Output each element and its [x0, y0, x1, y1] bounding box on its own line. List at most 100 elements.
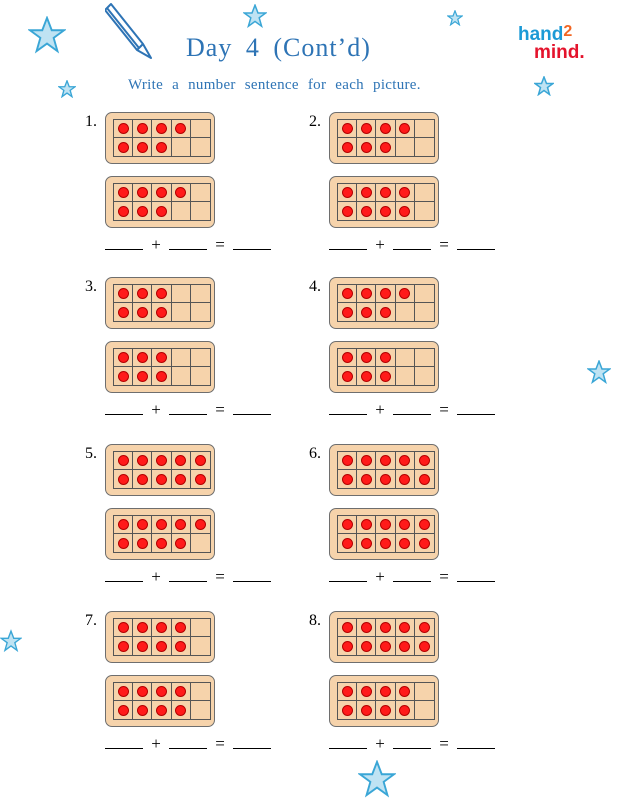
counter-dot: [136, 288, 148, 299]
counter-dot: [379, 370, 391, 382]
counter-dot: [399, 288, 411, 299]
ten-frame-cell: [395, 619, 415, 637]
ten-frame-cell: [172, 138, 191, 156]
counter-dot: [117, 141, 129, 153]
counter-dot: [399, 187, 411, 198]
counter-dot: [341, 288, 353, 299]
ten-frame-cell: [357, 619, 377, 637]
ten-frame-bottom: [105, 675, 215, 727]
answer-blank-sum[interactable]: [457, 734, 495, 749]
answer-blank-sum[interactable]: [233, 567, 271, 582]
ten-frame-grid: [337, 451, 435, 489]
ten-frame-cell: [171, 285, 191, 303]
ten-frame-cell: [338, 138, 358, 156]
ten-frame-cell: [376, 202, 396, 220]
counter-dot: [399, 640, 411, 652]
counter-dot: [136, 123, 148, 134]
counter-dot: [379, 704, 391, 716]
star-icon: [28, 16, 66, 54]
ten-frame-top: [329, 112, 439, 164]
ten-frame-cell: [376, 184, 396, 202]
answer-blank-addend-1[interactable]: [105, 235, 143, 250]
counter-dot: [155, 123, 167, 134]
answer-blank-sum[interactable]: [457, 567, 495, 582]
ten-frame-cell: [338, 470, 358, 488]
ten-frame-bottom: [105, 508, 215, 560]
ten-frame-cell: [133, 202, 153, 220]
ten-frame-cell: [357, 516, 377, 534]
ten-frame-cell: [396, 138, 415, 156]
ten-frame-cell: [152, 349, 172, 367]
star-icon: [447, 10, 463, 26]
counter-dot: [360, 352, 372, 363]
ten-frame-cell: [172, 701, 191, 719]
answer-blank-addend-1[interactable]: [105, 567, 143, 582]
ten-frame-cell: [190, 619, 210, 637]
answer-blank-addend-1[interactable]: [105, 400, 143, 415]
pencil-icon: [105, 3, 152, 59]
counter-dot: [136, 519, 148, 530]
ten-frame-cell: [357, 452, 377, 470]
ten-frame-cell: [152, 303, 172, 321]
ten-frame-cell: [357, 285, 377, 303]
number-sentence: +=: [329, 567, 495, 587]
ten-frame-cell: [414, 120, 434, 138]
ten-frame-cell: [133, 452, 153, 470]
answer-blank-sum[interactable]: [457, 235, 495, 250]
ten-frame-cell: [133, 701, 153, 719]
ten-frame-cell: [338, 516, 358, 534]
answer-blank-addend-2[interactable]: [393, 567, 431, 582]
counter-dot: [341, 640, 353, 652]
ten-frame-cell: [152, 120, 172, 138]
ten-frame-grid: [337, 348, 435, 386]
answer-blank-sum[interactable]: [233, 235, 271, 250]
counter-dot: [341, 123, 353, 134]
ten-frame-cell: [172, 367, 191, 385]
star-icon: [58, 80, 76, 98]
answer-blank-addend-2[interactable]: [169, 734, 207, 749]
counter-dot: [155, 288, 167, 299]
ten-frame-grid: [337, 618, 435, 656]
answer-blank-addend-2[interactable]: [393, 400, 431, 415]
answer-blank-sum[interactable]: [233, 734, 271, 749]
counter-dot: [175, 123, 187, 134]
ten-frame-bottom: [329, 176, 439, 228]
ten-frame-cell: [191, 637, 210, 655]
counter-dot: [341, 187, 353, 198]
ten-frame-cell: [414, 516, 434, 534]
counter-dot: [360, 205, 372, 217]
ten-frame-top: [105, 277, 215, 329]
number-sentence: +=: [105, 400, 271, 420]
ten-frame-cell: [357, 701, 377, 719]
counter-dot: [155, 205, 167, 217]
counter-dot: [418, 455, 430, 466]
answer-blank-addend-2[interactable]: [169, 567, 207, 582]
counter-dot: [155, 622, 167, 633]
ten-frame-cell: [376, 120, 396, 138]
answer-blank-sum[interactable]: [457, 400, 495, 415]
answer-blank-addend-2[interactable]: [393, 235, 431, 250]
answer-blank-addend-1[interactable]: [329, 235, 367, 250]
counter-dot: [136, 352, 148, 363]
counter-dot: [379, 640, 391, 652]
answer-blank-addend-1[interactable]: [329, 734, 367, 749]
answer-blank-addend-2[interactable]: [393, 734, 431, 749]
answer-blank-sum[interactable]: [233, 400, 271, 415]
counter-dot: [379, 187, 391, 198]
answer-blank-addend-1[interactable]: [329, 400, 367, 415]
counter-dot: [136, 640, 148, 652]
answer-blank-addend-2[interactable]: [169, 400, 207, 415]
ten-frame-cell: [172, 470, 191, 488]
ten-frame-cell: [415, 701, 434, 719]
answer-blank-addend-1[interactable]: [105, 734, 143, 749]
ten-frame-cell: [396, 637, 415, 655]
counter-dot: [136, 205, 148, 217]
ten-frame-cell: [414, 349, 434, 367]
ten-frame-cell: [376, 619, 396, 637]
counter-dot: [418, 519, 430, 530]
equals-sign: =: [439, 734, 449, 753]
answer-blank-addend-1[interactable]: [329, 567, 367, 582]
answer-blank-addend-2[interactable]: [169, 235, 207, 250]
ten-frame-cell: [415, 367, 434, 385]
ten-frame-cell: [338, 303, 358, 321]
